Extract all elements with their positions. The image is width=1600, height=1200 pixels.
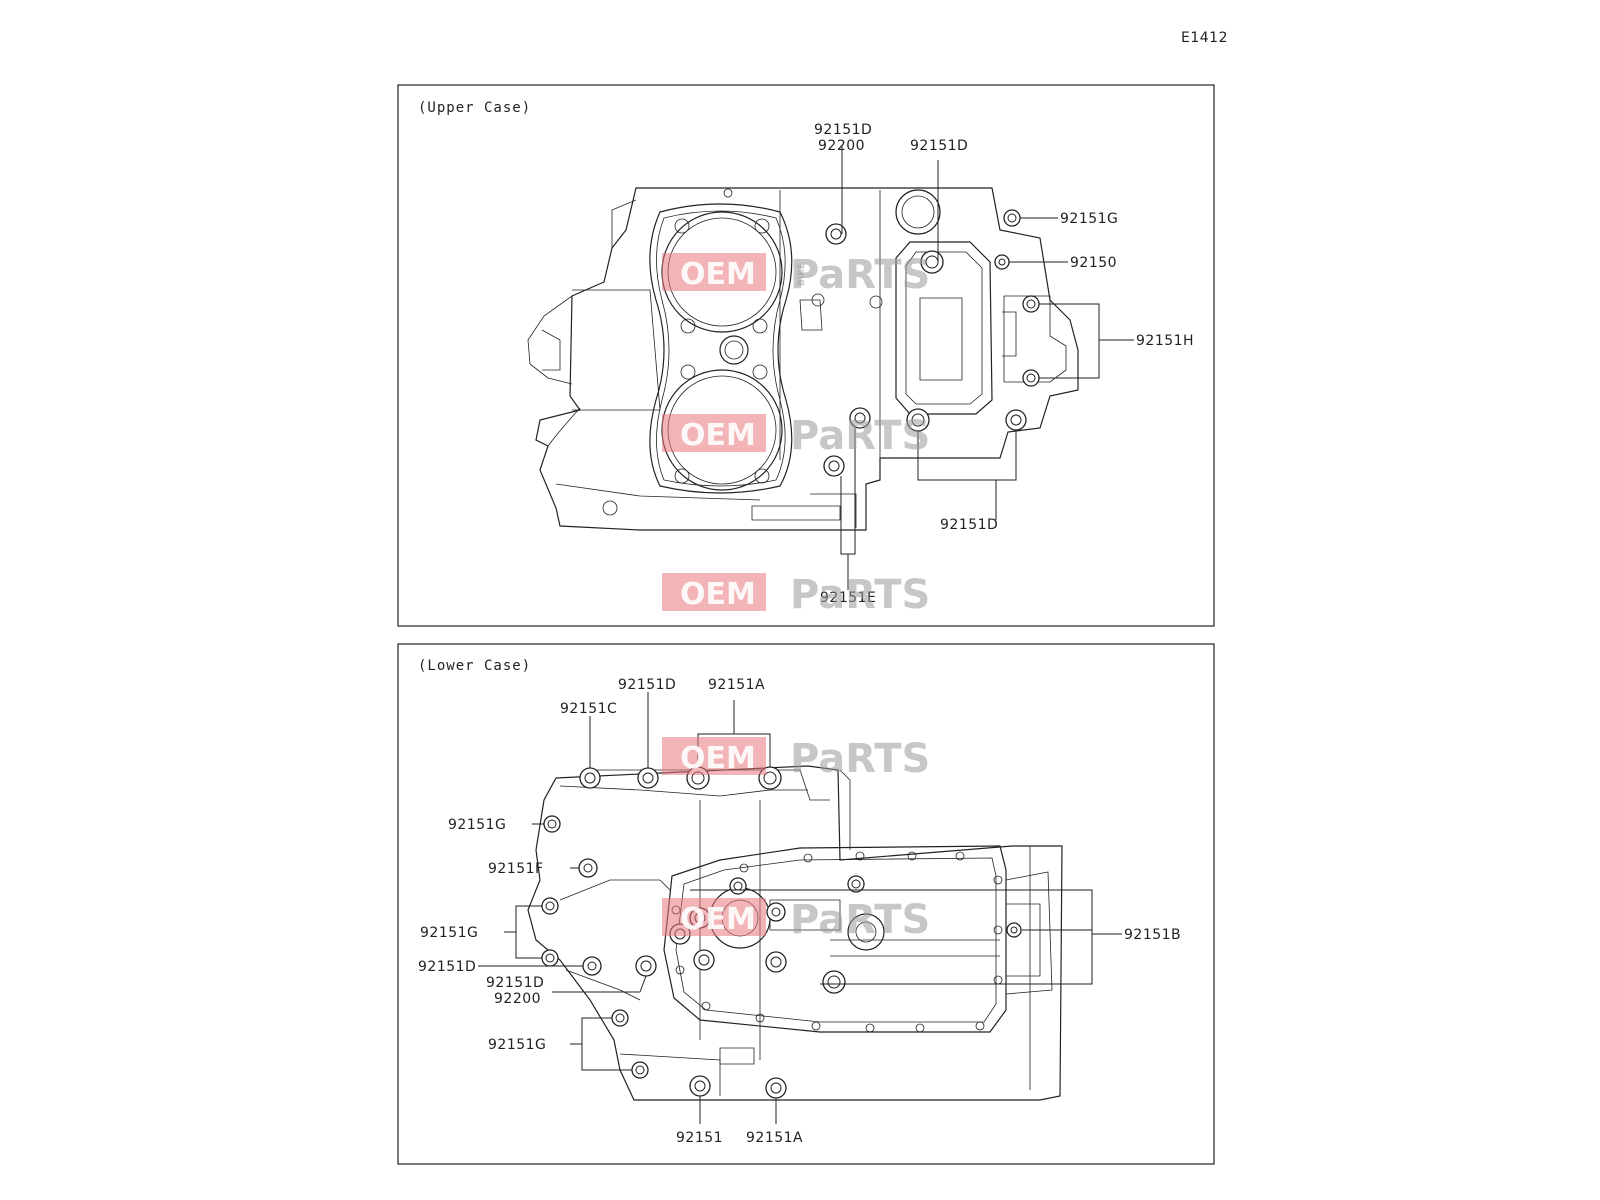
label-92151d-mid: 92151D	[486, 975, 544, 991]
label-92151: 92151	[676, 1130, 723, 1146]
label-92151g-3: 92151G	[488, 1037, 546, 1053]
upper-bolts	[823, 209, 1040, 477]
svg-text:PaRTS: PaRTS	[790, 897, 930, 943]
upper-case-title: (Upper Case)	[418, 100, 531, 116]
label-92151e: 92151E	[820, 590, 876, 606]
svg-text:PaRTS: PaRTS	[790, 572, 930, 618]
svg-text:OEM: OEM	[680, 902, 756, 937]
svg-text:OEM: OEM	[680, 418, 756, 453]
svg-text:PaRTS: PaRTS	[790, 252, 930, 298]
lower-case-frame	[397, 643, 1215, 1165]
label-92151g: 92151G	[1060, 211, 1118, 227]
lower-bolts	[541, 766, 1022, 1099]
watermark-lower-1: OEM PaRTS	[662, 736, 930, 782]
svg-text:BIKE: BIKE	[797, 263, 807, 286]
watermark-upper-3: OEM PaRTS	[662, 572, 930, 618]
label-92151c: 92151C	[560, 701, 617, 717]
lower-leader-lines	[478, 692, 1122, 1124]
lower-case-title: (Lower Case)	[418, 658, 531, 674]
upper-case-frame	[397, 84, 1215, 627]
label-92151a-lower-top: 92151A	[708, 677, 765, 693]
watermark-lower-2: OEM PaRTS	[662, 897, 930, 943]
svg-text:PaRTS: PaRTS	[790, 736, 930, 782]
watermark-upper-2: OEM PaRTS	[662, 413, 930, 459]
label-92151b: 92151B	[1124, 927, 1181, 943]
lower-labels: 92151D 92151A 92151C 92151G 92151F 92151…	[418, 677, 1181, 1146]
label-92200-lower: 92200	[494, 991, 541, 1007]
label-92151g-2: 92151G	[420, 925, 478, 941]
upper-case-drawing	[527, 187, 1079, 531]
label-92151d-top: 92151D	[814, 122, 872, 138]
label-92151d-top-right: 92151D	[910, 138, 968, 154]
label-92151d-left: 92151D	[418, 959, 476, 975]
watermark-upper-1: OEM BIKE PaRTS	[662, 252, 930, 298]
svg-text:OEM: OEM	[680, 741, 756, 776]
upper-leader-lines	[840, 146, 1134, 590]
label-92200-top: 92200	[818, 138, 865, 154]
svg-text:OEM: OEM	[680, 257, 756, 292]
upper-labels: 92151D 92200 92151D 92151G 92150 92151H …	[814, 122, 1194, 606]
label-92151d-bottom: 92151D	[940, 517, 998, 533]
svg-text:PaRTS: PaRTS	[790, 413, 930, 459]
svg-text:OEM: OEM	[680, 577, 756, 612]
label-92151a-lower-bottom: 92151A	[746, 1130, 803, 1146]
label-92150: 92150	[1070, 255, 1117, 271]
label-92151d-lower-top: 92151D	[618, 677, 676, 693]
label-92151g-1: 92151G	[448, 817, 506, 833]
label-92151h: 92151H	[1136, 333, 1194, 349]
diagram-code: E1412	[1181, 30, 1228, 46]
label-92151f: 92151F	[488, 861, 544, 877]
